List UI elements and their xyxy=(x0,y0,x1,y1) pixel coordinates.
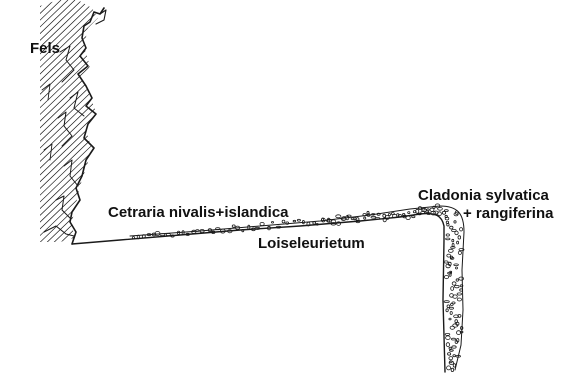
lichen-dot xyxy=(271,222,273,224)
lichen-dot xyxy=(460,228,463,231)
lichen-dot xyxy=(444,261,448,263)
lichen-dot xyxy=(408,212,410,214)
lichen-dot xyxy=(336,215,341,218)
lichen-dot xyxy=(457,298,461,301)
hatch-line xyxy=(0,0,110,250)
lichen-dot xyxy=(449,307,453,309)
lichen-dot xyxy=(444,276,448,279)
lichen-dot xyxy=(363,214,366,217)
lichen-dot xyxy=(459,277,464,280)
lichen-dot xyxy=(456,279,458,281)
lichen-dot xyxy=(450,312,452,315)
lichen-dot xyxy=(412,216,415,218)
hatch-line xyxy=(0,0,61,250)
lichen-dot xyxy=(216,228,220,230)
lichen-dot xyxy=(455,231,458,235)
lichen-dot xyxy=(454,264,459,266)
lichen-dot xyxy=(445,333,450,335)
rock-label: Fels xyxy=(30,41,60,56)
lichen-dot xyxy=(452,282,456,285)
lichen-dot xyxy=(160,234,165,236)
lichen-dot xyxy=(458,251,461,254)
lichen-dot xyxy=(457,241,459,244)
lichen-dot xyxy=(450,226,453,229)
cladonia-label-line1: Cladonia sylvatica xyxy=(418,188,549,203)
lichen-dot xyxy=(313,222,316,224)
lichen-dot xyxy=(286,222,289,224)
lichen-dot xyxy=(446,309,448,312)
hatch-line xyxy=(0,0,82,250)
lichen-dot xyxy=(427,209,429,211)
lichen-dot xyxy=(438,207,443,210)
lichen-dot xyxy=(242,229,244,231)
lichen-dot xyxy=(457,293,461,295)
hatch-line xyxy=(0,0,40,250)
lichen-dot xyxy=(451,338,455,340)
lichen-dot xyxy=(453,364,455,367)
hatch-line xyxy=(0,0,117,250)
lichen-dot xyxy=(452,346,456,348)
lichen-dot xyxy=(450,326,454,329)
lichen-dot xyxy=(450,350,454,352)
lichen-dot xyxy=(367,211,369,214)
hatch-line xyxy=(0,0,54,250)
lichen-dot xyxy=(446,343,449,347)
lichen-dot xyxy=(450,304,453,306)
hatch-line xyxy=(0,0,124,250)
lichen-dot xyxy=(442,211,445,214)
lichen-dot xyxy=(454,221,456,223)
lichen-dot xyxy=(449,347,451,349)
lichen-dot xyxy=(364,217,366,219)
lichen-dot xyxy=(448,353,451,356)
lichen-dot xyxy=(375,218,380,220)
lichen-dot xyxy=(293,220,296,222)
lichen-dot xyxy=(354,217,356,220)
lichen-dot xyxy=(447,223,449,226)
lichen-dot xyxy=(448,249,453,252)
lichen-dot xyxy=(451,247,455,249)
lichen-band-outline xyxy=(130,206,464,370)
lichen-dot xyxy=(444,301,449,303)
lichen-dot xyxy=(446,238,450,240)
hatch-line xyxy=(0,0,68,250)
hatch-line xyxy=(0,0,47,250)
lichen-dot xyxy=(456,267,458,269)
cladonia-label-line2: + rangiferina xyxy=(463,206,553,221)
cetraria-label: Cetraria nivalis+islandica xyxy=(108,205,289,220)
lichen-dot xyxy=(449,357,453,360)
lichen-stipple xyxy=(132,204,464,372)
lichen-dot xyxy=(455,285,460,287)
lichen-dot xyxy=(446,336,451,340)
lichen-dot xyxy=(453,355,456,357)
hatch-line xyxy=(0,0,89,250)
lichen-dot xyxy=(458,236,461,239)
lichen-dot xyxy=(232,225,235,227)
lichen-dot xyxy=(447,366,451,370)
lichen-dot xyxy=(449,318,451,320)
lichen-dot xyxy=(196,230,199,232)
lichen-dot xyxy=(452,239,454,242)
lichen-dot xyxy=(451,368,454,371)
lichen-dot xyxy=(447,254,451,257)
lichen-dot xyxy=(446,234,449,236)
lichen-dot xyxy=(451,287,454,291)
lichen-dot xyxy=(297,219,300,221)
lichen-dot xyxy=(260,222,264,225)
lichen-dot xyxy=(430,208,434,211)
lichen-dot xyxy=(132,237,134,239)
loiseleurietum-label: Loiseleurietum xyxy=(258,236,365,251)
lichen-dot xyxy=(166,234,170,236)
